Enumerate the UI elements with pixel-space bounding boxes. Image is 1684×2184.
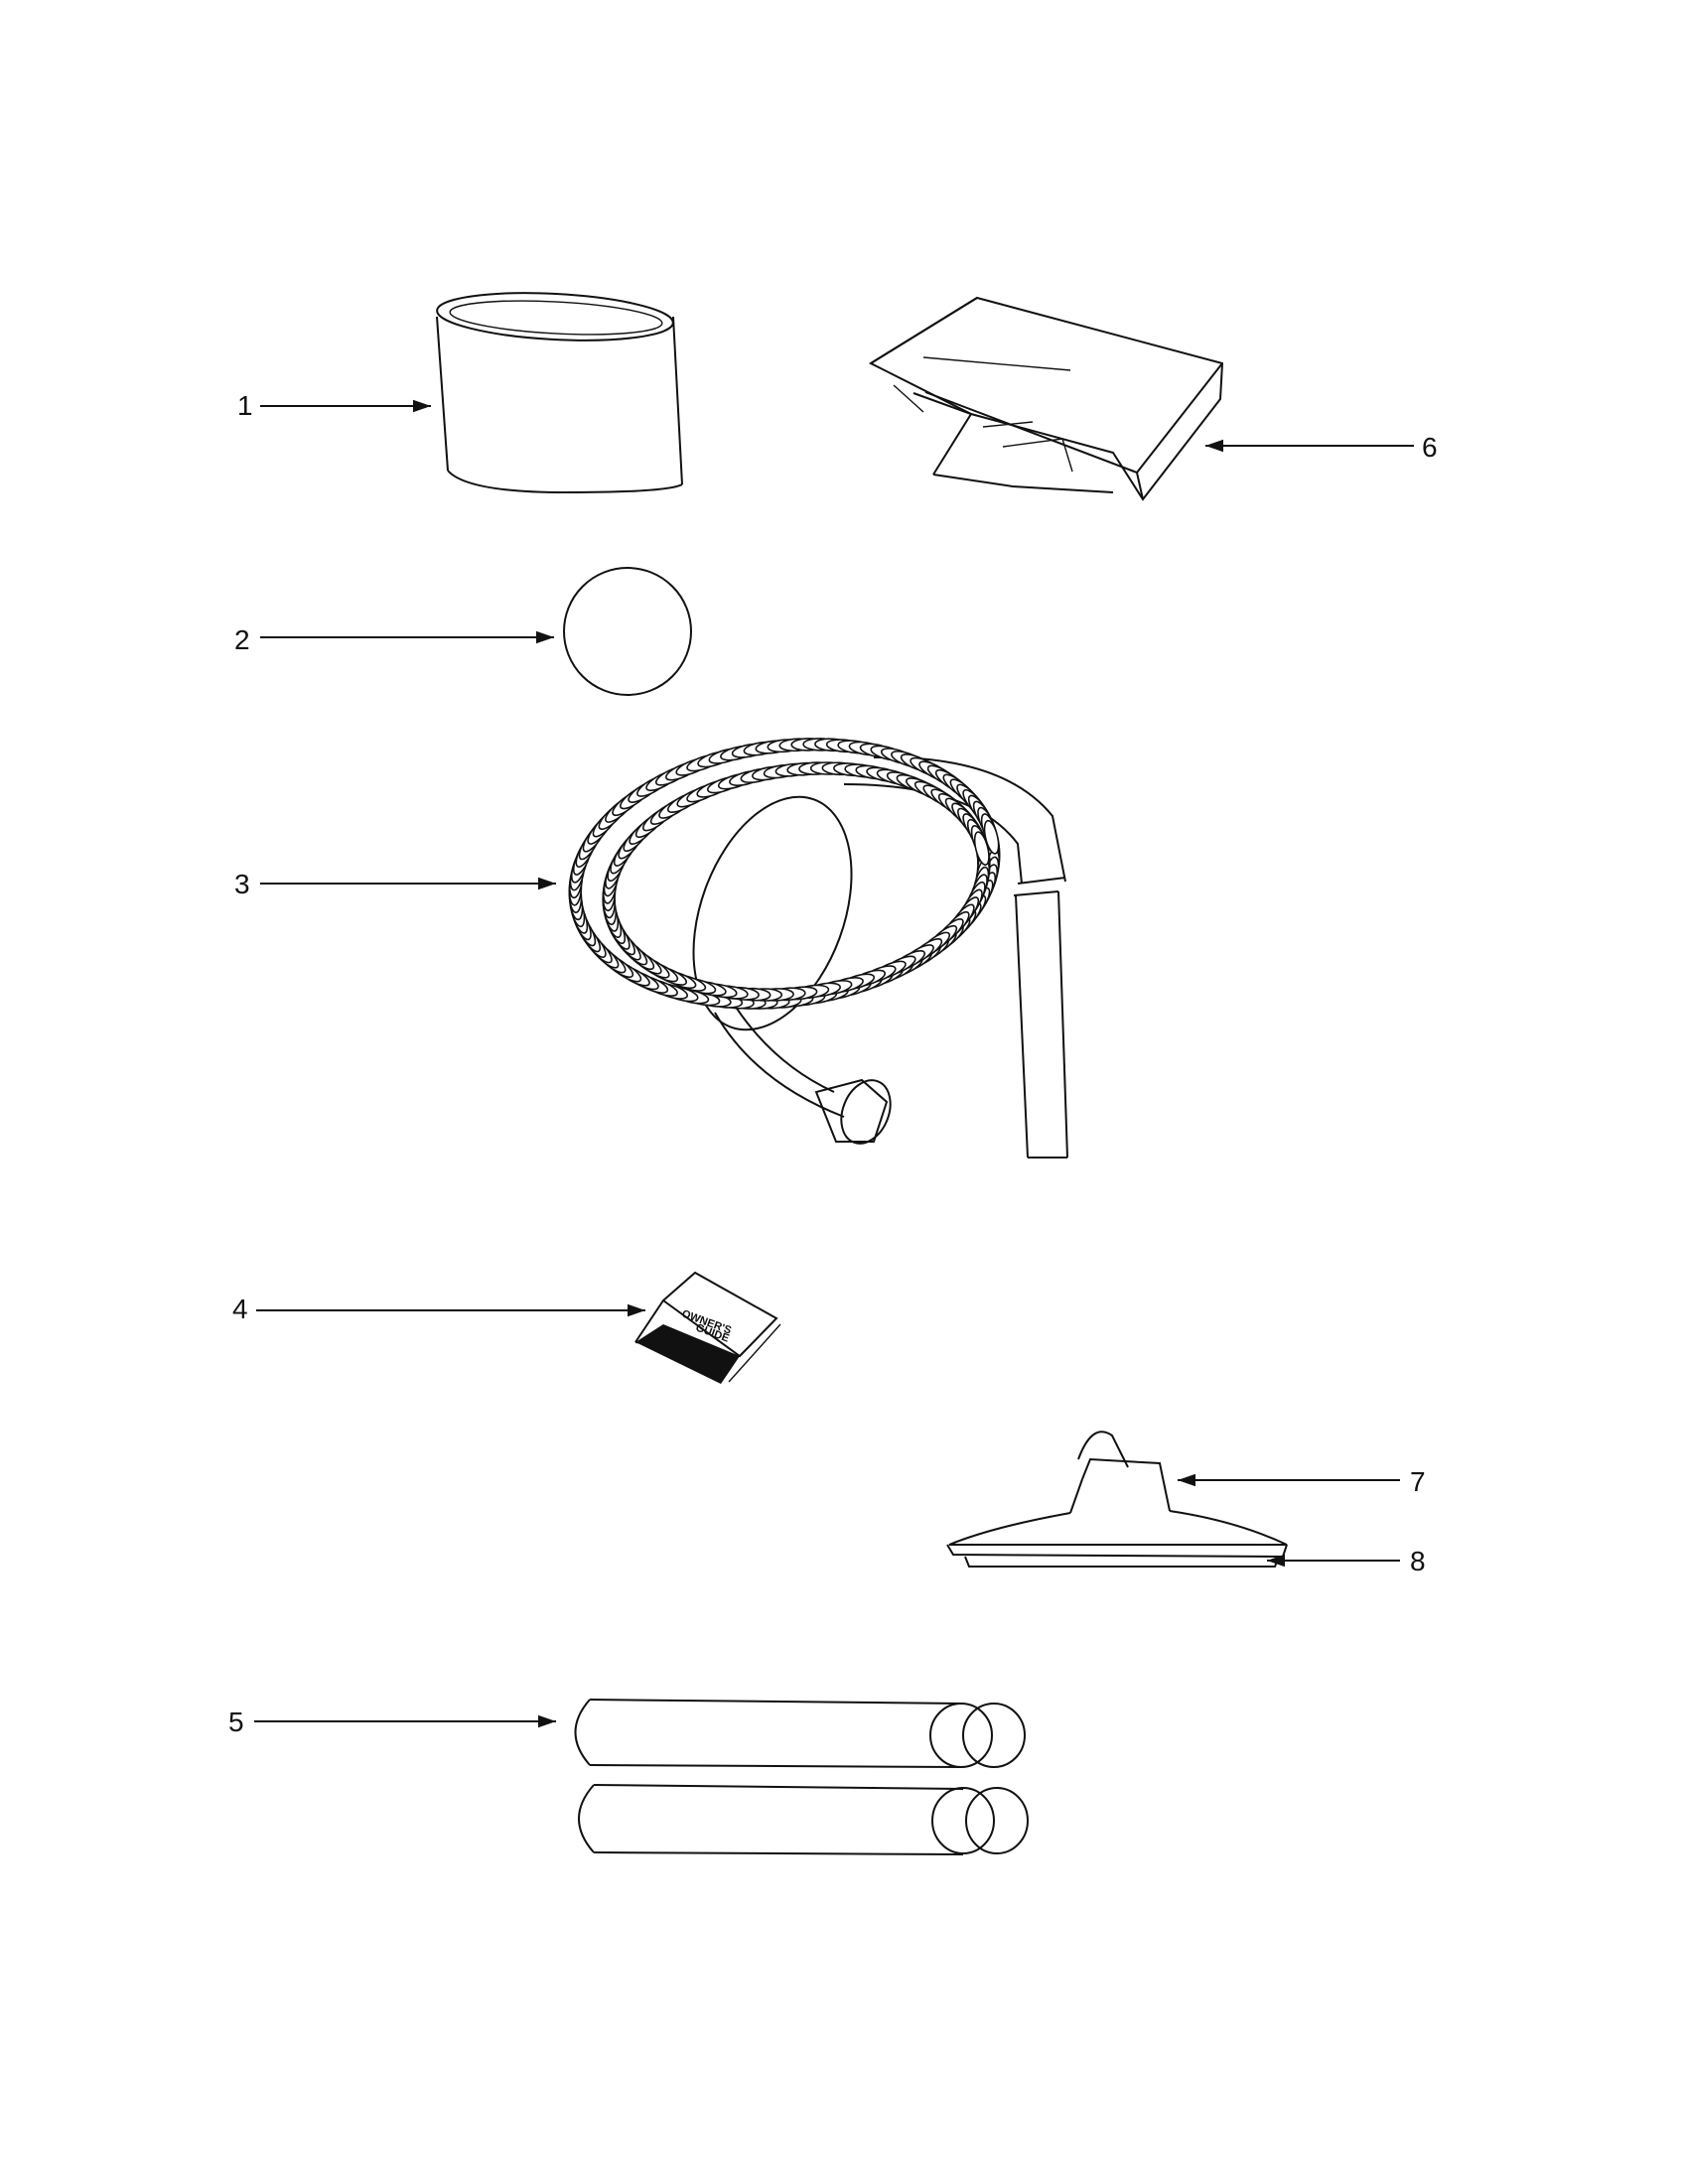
callout-6: 6 [1205, 432, 1438, 463]
svg-text:3: 3 [234, 869, 250, 899]
callout-3: 3 [234, 869, 556, 899]
part-5-extension-wands [574, 1699, 1029, 1855]
hose-coil-rings [568, 738, 1001, 1010]
part-3-hose [568, 738, 1068, 1159]
hose-coil-ring [983, 819, 1000, 855]
svg-text:6: 6 [1422, 432, 1438, 463]
part-2-disc-filter [563, 567, 692, 696]
callout-4: 4 [232, 1294, 645, 1324]
callout-1: 1 [237, 390, 431, 421]
part-7-floor-nozzle [946, 1431, 1288, 1559]
part-6-filter-bag-package [868, 296, 1224, 501]
svg-text:2: 2 [234, 624, 250, 655]
svg-text:5: 5 [228, 1706, 244, 1737]
callout-2: 2 [234, 624, 554, 655]
svg-text:4: 4 [232, 1294, 248, 1324]
svg-text:7: 7 [1410, 1466, 1426, 1497]
hose-coil-ring [973, 831, 990, 866]
svg-text:8: 8 [1410, 1546, 1426, 1576]
part-4-owners-guide: OWNER'S GUIDE [634, 1271, 781, 1384]
callout-8: 8 [1267, 1546, 1426, 1576]
part-1-cartridge-filter [436, 292, 683, 494]
callout-5: 5 [228, 1706, 556, 1737]
part-8-nozzle-gasket [964, 1556, 1280, 1568]
svg-text:1: 1 [237, 390, 253, 421]
callout-7: 7 [1178, 1466, 1426, 1497]
